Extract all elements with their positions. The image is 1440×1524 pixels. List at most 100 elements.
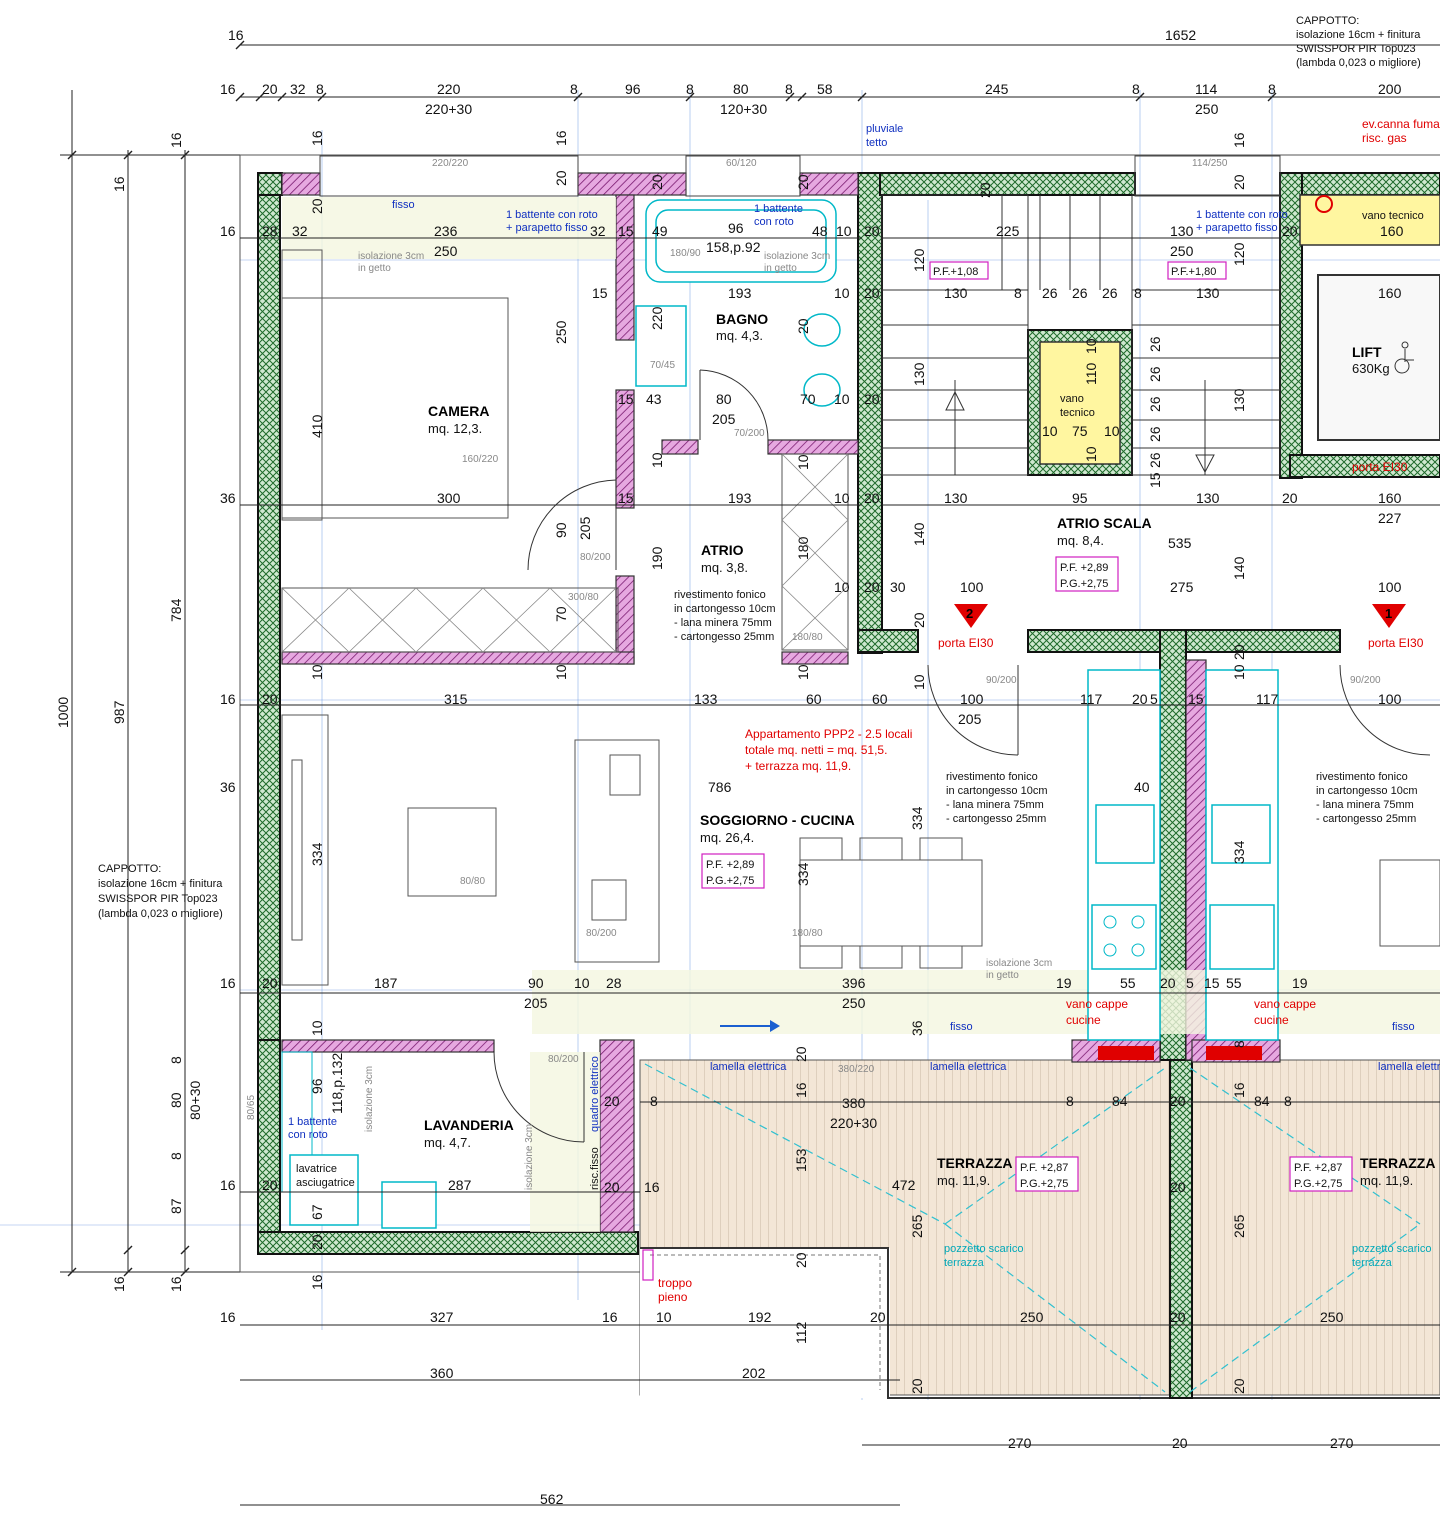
wall-left-upper <box>257 172 281 1054</box>
v-16b: 16 <box>553 130 569 146</box>
dim-8-left2: 8 <box>168 1152 184 1160</box>
tecnico-label: tecnico <box>1060 407 1095 419</box>
bagno-name: BAGNO <box>716 311 768 327</box>
d-10g: 10 <box>656 1309 672 1325</box>
interior-dimensions: 16 28 32 236 250 32 15 49 96 158,p.92 48… <box>220 220 1440 1507</box>
v-20b: 20 <box>553 170 569 186</box>
dim-220: 220 <box>437 81 461 97</box>
room-labels: CAMERA mq. 12,3. BAGNO mq. 4,3. ATRIO mq… <box>424 311 1435 1188</box>
dim-8b: 8 <box>570 81 578 97</box>
v-118-132: 118,p.132 <box>329 1053 345 1114</box>
d-287: 287 <box>448 1177 472 1193</box>
tv <box>291 759 303 941</box>
v-20g: 20 <box>977 182 993 198</box>
v-250: 250 <box>553 320 569 344</box>
dim-16-left3: 16 <box>111 1276 127 1292</box>
pwall-bagno-bottom2 <box>767 439 859 455</box>
apartment-line3: + terrazza mq. 11,9. <box>745 759 851 773</box>
d-26c: 26 <box>1102 285 1118 301</box>
d-32b: 32 <box>590 223 606 239</box>
d-16g: 16 <box>602 1309 618 1325</box>
apartment-line1: Appartamento PPP2 - 2.5 locali <box>745 727 912 741</box>
d-193b: 193 <box>728 490 752 506</box>
d-96b: 96 <box>728 220 744 236</box>
v-15a: 15 <box>1147 472 1163 488</box>
lift-capacity: 630Kg <box>1352 361 1390 376</box>
d-130e: 130 <box>1196 490 1220 506</box>
d-36b: 36 <box>220 779 236 795</box>
wheelchair-icon <box>1394 341 1414 374</box>
wall-lift-bottom <box>1289 454 1440 478</box>
kitchen <box>1087 669 1279 1060</box>
d-8g: 8 <box>1014 285 1022 301</box>
d-192: 192 <box>748 1309 772 1325</box>
chair-1 <box>799 837 843 861</box>
v-334a: 334 <box>309 842 325 866</box>
pwall-bagno-bottom <box>661 439 699 455</box>
d-100a: 100 <box>960 579 984 595</box>
battente-stair-2: + parapetto fisso <box>1196 222 1278 234</box>
d-20k: 20 <box>1160 975 1176 991</box>
v-26d: 26 <box>1147 426 1163 442</box>
dim-1000: 1000 <box>55 697 71 728</box>
v-120b: 120 <box>1231 242 1247 266</box>
cushion2 <box>591 879 627 921</box>
d-20p: 20 <box>1170 1179 1186 1195</box>
v-10h: 10 <box>1042 423 1058 439</box>
v-153: 153 <box>793 1148 809 1172</box>
riv-b-line4: - cartongesso 25mm <box>946 813 1046 825</box>
v-110: 110 <box>1083 362 1099 385</box>
v-20c: 20 <box>649 174 665 190</box>
porta-ei30-2: porta EI30 <box>938 636 994 650</box>
v-10k: 10 <box>309 664 325 680</box>
atrio-scala-name: ATRIO SCALA <box>1057 515 1152 531</box>
v-20a: 20 <box>309 198 325 214</box>
isol-bagno-2: in getto <box>764 263 797 274</box>
insulation-band-lavanderia <box>530 1052 600 1232</box>
camera-area: mq. 12,3. <box>428 421 482 436</box>
vano-cappe2-line1: vano cappe <box>1254 997 1316 1011</box>
pwall-camera-right <box>615 575 635 665</box>
d-20i: 20 <box>1132 691 1148 707</box>
v-265a: 265 <box>909 1214 925 1238</box>
d-19a: 19 <box>1056 975 1072 991</box>
cappotto-left-line1: isolazione 16cm + finitura <box>98 878 223 890</box>
atrio-wardrobe <box>781 453 849 651</box>
dim-114: 114 <box>1195 81 1218 97</box>
door-bagno-swing <box>699 369 769 441</box>
d-5a: 5 <box>1150 691 1158 707</box>
door-lavanderia <box>493 1051 585 1143</box>
vertical-dimensions: 410 20 16 250 16 20 90 205 70 10 190 220… <box>309 130 1247 1394</box>
v-70: 70 <box>553 606 569 622</box>
d-60b: 60 <box>872 691 888 707</box>
terrazza-area-next: mq. 11,9. <box>1360 1173 1413 1188</box>
v-75: 75 <box>1072 423 1088 439</box>
wall-stair-bottom-left <box>857 629 919 653</box>
d-225: 225 <box>996 223 1020 239</box>
terrace-cutout <box>640 1248 890 1398</box>
battente-camera-1: 1 battente con roto <box>506 209 598 221</box>
porta-ei30-lift: porta EI30 <box>1352 460 1408 474</box>
atrio-scala-area: mq. 8,4. <box>1057 533 1104 548</box>
battente-lav-1: 1 battente <box>288 1116 337 1128</box>
d-15e: 15 <box>1188 691 1204 707</box>
badge-1-label: 1 <box>1385 606 1392 621</box>
window-sills <box>239 154 1440 1273</box>
table-80-80: 80/80 <box>460 876 485 887</box>
riv-a-line4: - cartongesso 25mm <box>674 631 774 643</box>
d-10d: 10 <box>834 490 850 506</box>
d-20m: 20 <box>1170 1093 1186 1109</box>
d-130b: 130 <box>944 285 968 301</box>
d-90b: 90 <box>528 975 544 991</box>
badge-2-label: 2 <box>966 606 973 621</box>
v-20m: 20 <box>909 1378 925 1394</box>
dim-16-left2: 16 <box>168 132 184 148</box>
top-dimensions: 16 1652 16 20 32 8 220 220+30 8 96 8 80 … <box>220 27 1440 117</box>
dining-table <box>799 859 983 947</box>
dim-8c: 8 <box>686 81 694 97</box>
win-114-250: 114/250 <box>1192 158 1228 169</box>
chair-5 <box>859 945 903 969</box>
pwall-atrio-bottom <box>781 651 849 665</box>
pozzetto-1-line1: pozzetto scarico <box>944 1243 1023 1255</box>
d-55b: 55 <box>1226 975 1242 991</box>
